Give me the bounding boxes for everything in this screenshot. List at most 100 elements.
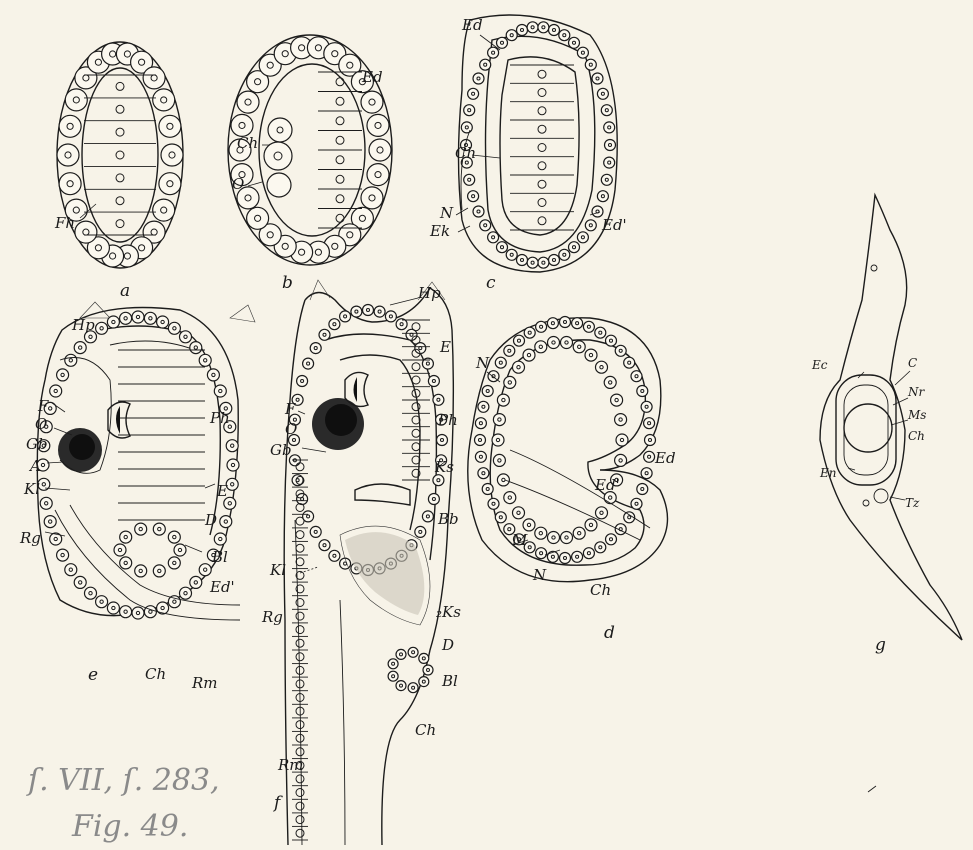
cell (548, 532, 560, 544)
cell (132, 311, 144, 323)
label-f-o: O (285, 420, 297, 438)
cell (220, 516, 232, 528)
cell (577, 47, 588, 58)
cell (107, 316, 119, 328)
label-d-ch: Ch (590, 581, 611, 599)
label-b-o: O (232, 175, 244, 193)
cell (168, 531, 180, 543)
handwritten-note: ſ. VII, ſ. 283, Fig. 49. (26, 763, 220, 844)
panel-d (468, 317, 668, 582)
note-line-2: Fig. 49. (71, 809, 188, 844)
label-c-n: N (439, 204, 454, 222)
cell (559, 249, 570, 260)
cell (428, 494, 439, 505)
cell-nucleus (116, 128, 124, 136)
note-line-1: ſ. VII, ſ. 283, (26, 763, 220, 798)
cell (96, 596, 108, 608)
cell (207, 369, 219, 381)
cell (482, 386, 493, 397)
cell (514, 335, 525, 346)
cell (153, 565, 165, 577)
label-g-en: En (819, 466, 837, 480)
cell (615, 345, 626, 356)
cell (135, 565, 147, 577)
cell (497, 37, 508, 48)
cell (437, 435, 448, 446)
cell-nucleus (538, 180, 546, 188)
cell (329, 319, 340, 330)
cell (408, 683, 418, 693)
cell (419, 653, 429, 663)
cell (641, 468, 652, 479)
cell (641, 401, 652, 412)
cell (428, 376, 439, 387)
cell (475, 435, 486, 446)
cell-nucleus (336, 97, 344, 105)
label-c-ed-prime: Ed' (601, 216, 627, 234)
label-f-rg: Rg (261, 608, 283, 626)
label-e-e: E (216, 482, 228, 500)
cell (340, 558, 351, 569)
cell-nucleus (412, 376, 420, 384)
cell (615, 524, 626, 535)
cell (569, 242, 580, 253)
cell (597, 191, 608, 202)
cell-nucleus (412, 429, 420, 437)
cell (297, 494, 308, 505)
cell (506, 30, 517, 41)
label-c-ch: Ch (455, 144, 476, 162)
label-f-e: E (439, 338, 451, 356)
cell-nucleus (538, 125, 546, 133)
cell (65, 564, 77, 576)
label-c-ek: Ek (429, 222, 450, 240)
cell (57, 549, 69, 561)
cell (506, 249, 517, 260)
cell (199, 564, 211, 576)
cell (199, 354, 211, 366)
cell (585, 349, 597, 361)
cell (120, 312, 132, 324)
panel-f-letter: f (272, 793, 283, 813)
cell (480, 220, 491, 231)
panel-f (284, 280, 453, 845)
cell (464, 174, 475, 185)
cell (144, 312, 156, 324)
cell (227, 459, 239, 471)
cell (513, 507, 525, 519)
cell (388, 671, 398, 681)
cell (180, 331, 192, 343)
cell (645, 435, 656, 446)
cell-nucleus (336, 156, 344, 164)
cell (482, 484, 493, 495)
cell (214, 533, 226, 545)
cell (361, 187, 383, 209)
cell-nucleus (538, 217, 546, 225)
label-g-nr: Nr (907, 385, 926, 399)
cell (644, 451, 655, 462)
cell (615, 454, 627, 466)
cell (549, 25, 560, 36)
cell-nucleus (336, 195, 344, 203)
cell (75, 221, 97, 243)
cell (143, 67, 165, 89)
cell (120, 606, 132, 618)
cell (74, 342, 86, 354)
cell-nucleus (538, 70, 546, 78)
cell (561, 532, 573, 544)
cell (419, 677, 429, 687)
cell-nucleus (412, 323, 420, 331)
cell (595, 327, 606, 338)
cell (480, 59, 491, 70)
cell (604, 157, 615, 168)
cell (495, 357, 506, 368)
label-f-gb: Gb (270, 441, 292, 459)
cell (538, 22, 549, 33)
cell (415, 526, 426, 537)
cell-nucleus (116, 105, 124, 113)
cell (153, 89, 175, 111)
cell (475, 451, 486, 462)
cell (65, 89, 87, 111)
cell (585, 59, 596, 70)
